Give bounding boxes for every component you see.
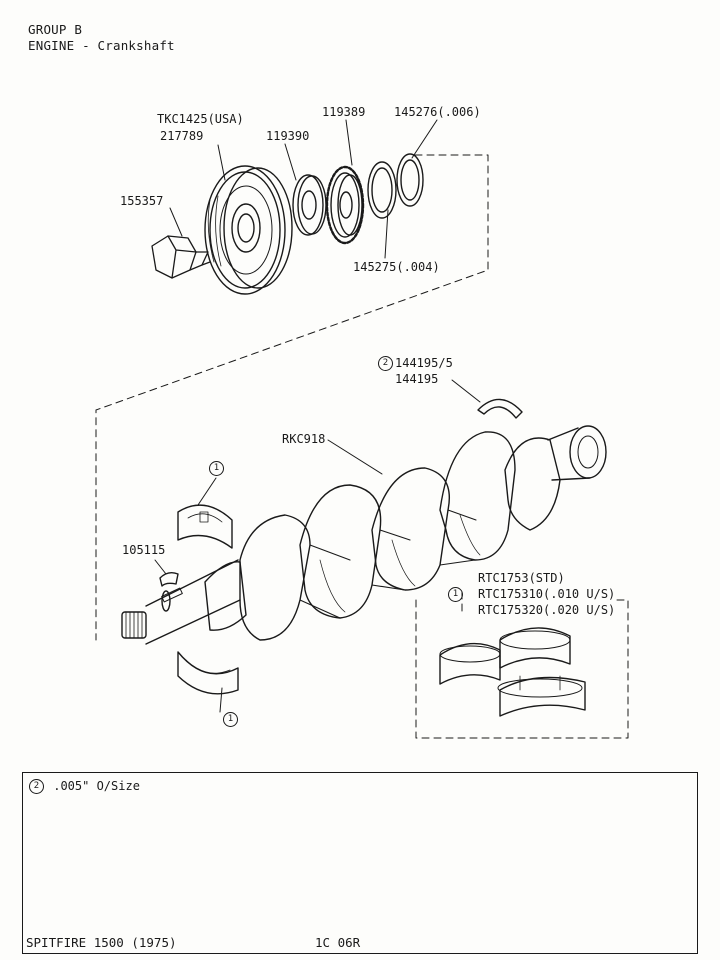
- shim-145275: [367, 161, 397, 219]
- bearing-shell-upper: [177, 504, 233, 549]
- pulley-217789: [204, 165, 293, 295]
- callout-1-upper-shell: 1: [209, 461, 224, 476]
- label-key: 105115: [122, 543, 166, 557]
- key-105115: [159, 571, 179, 587]
- assembly-dashed-lines: [95, 154, 629, 739]
- bolt-155357: [151, 235, 211, 279]
- footer-page-number: 1C 06R: [315, 935, 361, 950]
- label-bolt: 155357: [120, 194, 164, 208]
- footer-model: SPITFIRE 1500 (1975): [26, 935, 177, 950]
- label-sprocket: 119389: [322, 105, 366, 119]
- section-heading: ENGINE - Crankshaft: [28, 38, 175, 53]
- label-main-bearing-010: RTC175310(.010 U/S): [478, 587, 616, 601]
- callout-1-main-bearings: 1: [448, 587, 463, 602]
- label-oil-thrower: 119390: [266, 129, 310, 143]
- label-pulley-usa: TKC1425(USA): [157, 112, 244, 126]
- thrust-washer-144195: [477, 398, 523, 419]
- label-crankshaft: RKC918: [282, 432, 326, 446]
- bearing-shell-lower: [177, 651, 239, 695]
- sprocket-119389: [325, 165, 365, 245]
- leader-lines: [154, 119, 481, 713]
- note-callout-2: 2: [29, 779, 44, 794]
- crankshaft-RKC918: [121, 425, 607, 645]
- oil-thrower-119390: [292, 174, 327, 236]
- callout-1-lower-shell: 1: [223, 712, 238, 727]
- label-shim-004: 145275(.004): [353, 260, 440, 274]
- shim-145276: [396, 153, 424, 207]
- label-main-bearing-std: RTC1753(STD): [478, 571, 565, 585]
- label-pulley: 217789: [160, 129, 204, 143]
- group-heading: GROUP B: [28, 22, 83, 37]
- notes-box: 2 .005" O/Size: [22, 772, 698, 954]
- label-shim-006: 145276(.006): [394, 105, 481, 119]
- label-thrust-washer: 144195: [395, 372, 439, 386]
- main-bearing-set: [439, 627, 586, 717]
- label-main-bearing-020: RTC175320(.020 U/S): [478, 603, 616, 617]
- callout-2: 2: [378, 356, 393, 371]
- note-oversize: 2 .005" O/Size: [29, 779, 140, 794]
